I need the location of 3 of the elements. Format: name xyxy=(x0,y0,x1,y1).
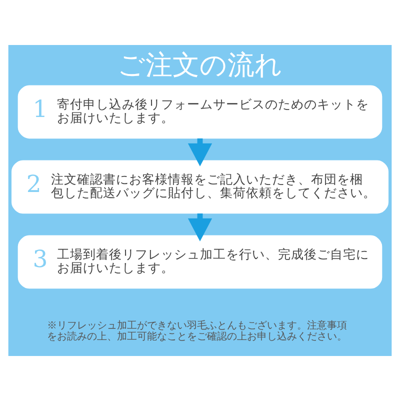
node-box: 2 注文確認書にお客様情報をご記入いただき、布団を梱包した配送バッグに貼付し、集荷依頼をしてください。 xyxy=(12,160,388,214)
label: ※リフレッシュ加工ができない羽毛ふとんもございます。注意事項をお読みの上、加工可能なことをご確認の上お申し込みください。 xyxy=(47,320,348,342)
diagram-title: ご注文の流れ xyxy=(118,49,282,80)
